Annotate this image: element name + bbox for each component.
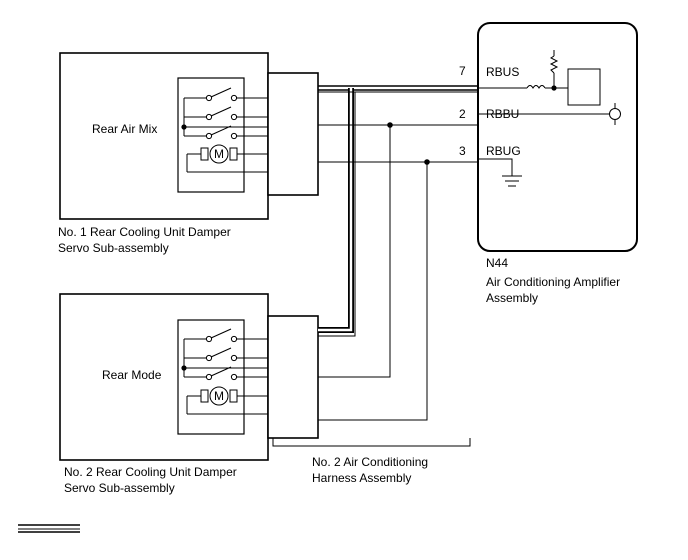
servo-2-caption-line-2: Servo Sub-assembly <box>64 481 175 495</box>
rbbu-junction-dot <box>387 122 393 128</box>
rbbu-wire <box>318 124 478 378</box>
servo-1-caption-line-1: No. 1 Rear Cooling Unit Damper <box>58 225 231 239</box>
servo-1-switches <box>183 87 268 140</box>
pin-7-name: RBUS <box>486 65 519 79</box>
amplifier-body <box>477 22 638 252</box>
servo-2-motor-letter: M <box>214 389 224 403</box>
connector-2 <box>267 315 319 439</box>
amplifier-code: N44 <box>486 256 508 270</box>
rbug-junction-dot <box>424 159 430 165</box>
amplifier-caption-line-2: Assembly <box>486 291 538 305</box>
pin-7-number: 7 <box>459 64 466 78</box>
rbug-internal-ground <box>478 158 522 187</box>
harness-caption-line-2: Harness Assembly <box>312 471 411 485</box>
harness-caption-line-1: No. 2 Air Conditioning <box>312 455 428 469</box>
servo-1-label: Rear Air Mix <box>92 122 157 136</box>
shielded-wire-legend <box>18 524 80 533</box>
harness-bracket <box>272 438 471 447</box>
servo-2: Rear Mode <box>59 293 269 495</box>
connector-1 <box>267 72 319 196</box>
rbus-node-dot <box>551 85 557 91</box>
servo-1-motor-letter: M <box>214 147 224 161</box>
servo-1-switch-block <box>177 77 245 193</box>
pin-2-number: 2 <box>459 107 466 121</box>
amplifier-caption-line-1: Air Conditioning Amplifier <box>486 275 620 289</box>
servo-2-motor <box>186 386 268 415</box>
amplifier: 7 RBUS 2 RBBU 3 RBUG N44 Air Condi <box>459 22 638 305</box>
servo-1-caption-line-2: Servo Sub-assembly <box>58 241 169 255</box>
servo-1-motor <box>186 144 268 173</box>
servo-2-label: Rear Mode <box>102 368 162 382</box>
servo-1: Rear Air Mix <box>58 52 269 255</box>
rbbu-internal-circuit <box>478 103 621 125</box>
servo-2-switches <box>183 328 268 381</box>
rbug-wire <box>318 161 478 421</box>
shielded-harness-bundle <box>318 85 478 333</box>
pin-3-name: RBUG <box>486 144 521 158</box>
servo-2-caption-line-1: No. 2 Rear Cooling Unit Damper <box>64 465 237 479</box>
rbus-wire <box>318 91 478 337</box>
pin-3-number: 3 <box>459 144 466 158</box>
